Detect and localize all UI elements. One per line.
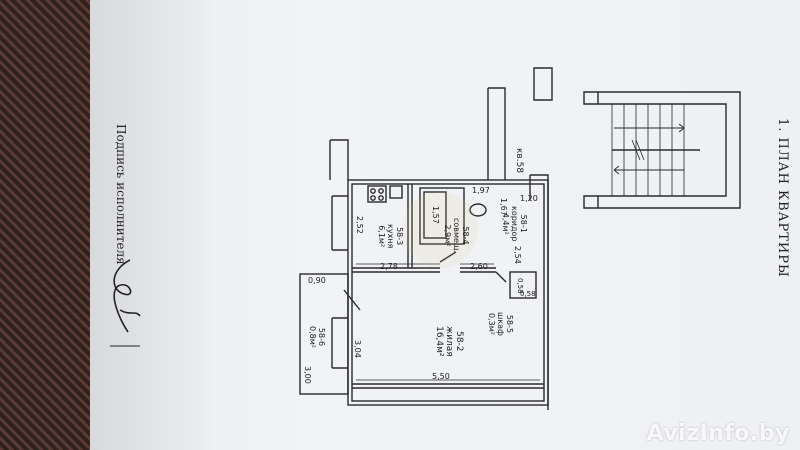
- dim-254: 2,54: [513, 246, 522, 264]
- dim-090: 0,90: [308, 276, 326, 285]
- room-bathroom-name: совмещ.: [452, 218, 461, 254]
- dim-260: 2,60: [470, 262, 488, 271]
- balcony-outline: [299, 273, 349, 395]
- room-closet-name: шкаф: [496, 312, 505, 336]
- room-living: 58-2 жилая 16,4м²: [434, 326, 464, 357]
- door-kitchen: [439, 251, 457, 263]
- stair-arrow-bottom: [613, 165, 684, 175]
- door-living: [495, 271, 507, 283]
- plan-title: 1. ПЛАН КВАРТИРЫ: [775, 118, 790, 278]
- bathroom-box: [419, 187, 465, 245]
- wall-living-bottom: [352, 383, 544, 389]
- room-closet-area: 0,3м²: [487, 312, 496, 335]
- closet-box: [509, 271, 537, 299]
- dim-278: 2,78: [380, 262, 398, 271]
- room-balcony: 58-6 0,8м²: [308, 326, 326, 348]
- room-living-area: 16,4м²: [434, 326, 444, 357]
- burner-4: [378, 195, 384, 201]
- room-kitchen: 58-3 кухня 6,1м²: [377, 224, 404, 248]
- room-bathroom-area: 2,9м²: [443, 224, 452, 247]
- dim-167: 1,67: [499, 198, 508, 216]
- paper-stain: [402, 192, 478, 268]
- dim-058b: 0,58: [520, 290, 536, 298]
- wall-outer-inner: [351, 183, 545, 402]
- room-closet: 58-5 шкаф 0,3м²: [487, 312, 514, 336]
- wall-stub-stairs: [533, 67, 553, 101]
- stair-arrow-top: [614, 123, 685, 133]
- room-kitchen-area: 6,1м²: [377, 225, 386, 248]
- room-corridor-name: коридор: [510, 206, 519, 242]
- room-living-name: жилая: [444, 326, 454, 357]
- burner-1: [370, 188, 376, 194]
- stove: [367, 185, 387, 203]
- sink: [389, 185, 403, 199]
- burner-3: [370, 195, 376, 201]
- dim-197: 1,97: [472, 186, 490, 195]
- paper-fold: [90, 0, 210, 450]
- door-balcony: [343, 289, 361, 311]
- room-kitchen-code: 58-3: [395, 227, 404, 246]
- burner-2: [378, 188, 384, 194]
- room-corridor-code: 58-1: [519, 214, 528, 233]
- wall-shaft: [487, 87, 506, 180]
- stair-label: кв.58: [514, 148, 524, 174]
- room-balcony-area: 0,8м²: [308, 326, 317, 348]
- room-balcony-code: 58-6: [317, 327, 326, 347]
- dim-300: 3,00: [303, 366, 312, 384]
- paper-sheet: [90, 0, 800, 450]
- room-bathroom: 58-4 совмещ. 2,9м²: [443, 218, 470, 253]
- toilet: [469, 203, 487, 217]
- wall-kitchen-bath: [407, 184, 413, 268]
- dim-157: 1,57: [431, 206, 440, 224]
- dim-304: 3,04: [353, 340, 362, 358]
- dim-252: 2,52: [355, 216, 364, 234]
- signature-icon: [110, 259, 141, 347]
- bathtub: [423, 191, 447, 239]
- room-kitchen-name: кухня: [386, 224, 395, 249]
- stair-outline: [583, 91, 741, 209]
- wall-kitchen-living: [352, 267, 496, 273]
- stair-break: [631, 139, 645, 161]
- wall-corridor-right: [529, 174, 549, 410]
- dim-120: 1,20: [520, 194, 538, 203]
- room-closet-code: 58-5: [505, 314, 514, 334]
- wall-stub-top-left: [329, 139, 349, 180]
- room-living-code: 58-2: [454, 331, 464, 352]
- watermark-logo: AvizInfo.by: [646, 421, 790, 446]
- dim-550: 5,50: [432, 372, 450, 381]
- window-kitchen: [331, 195, 348, 251]
- room-bathroom-code: 58-4: [461, 226, 470, 245]
- signature-caption: Подпись исполнителя: [114, 124, 128, 265]
- window-living: [331, 317, 348, 369]
